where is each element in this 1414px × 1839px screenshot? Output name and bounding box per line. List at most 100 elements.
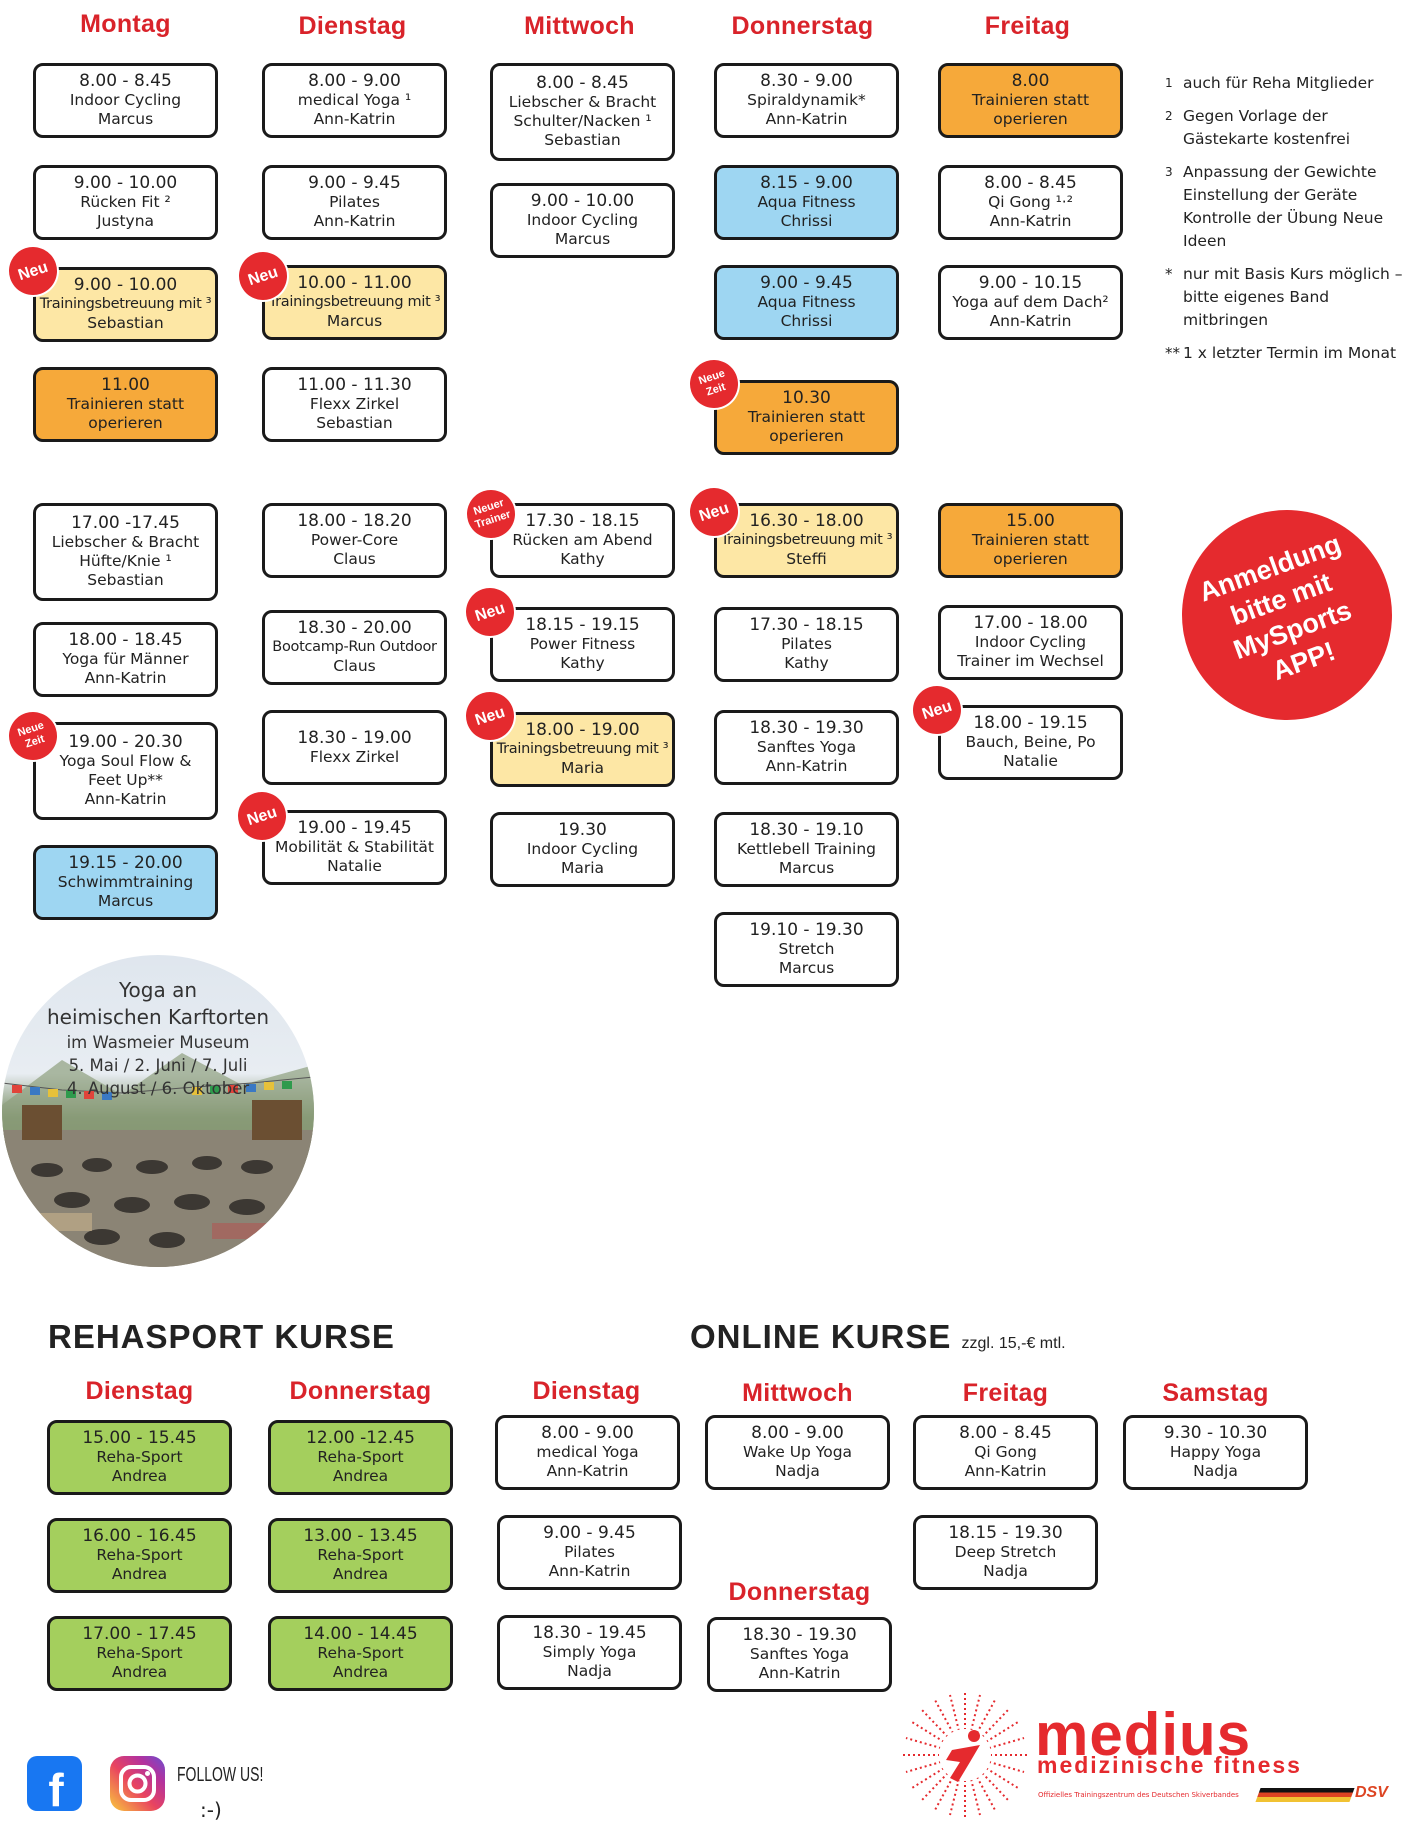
course-card: 19.00 - 20.30 Yoga Soul Flow & Feet Up**…	[33, 722, 218, 820]
course-card: 11.00 - 11.30 Flexx Zirkel Sebastian	[262, 367, 447, 442]
course-name-2: Feet Up**	[88, 771, 163, 789]
course-trainer: Sebastian	[87, 314, 164, 332]
course-name: Schwimmtraining	[57, 873, 194, 891]
course-trainer: Andrea	[111, 1663, 168, 1681]
footnote-text: auch für Reha Mitglieder	[1183, 74, 1374, 92]
brand-tagline: medizinische fitness	[1037, 1752, 1302, 1778]
course-card: 17.00 - 18.00 Indoor Cycling Trainer im …	[938, 605, 1123, 680]
course-time: 8.00 - 9.00	[308, 71, 401, 91]
course-card: 18.00 - 18.20 Power-Core Claus	[262, 503, 447, 578]
course-name: Indoor Cycling	[526, 840, 639, 858]
course-trainer: Ann-Katrin	[989, 312, 1072, 330]
course-trainer: Ann-Katrin	[765, 757, 848, 775]
instagram-icon[interactable]	[110, 1756, 165, 1811]
course-trainer: Maria	[560, 759, 605, 777]
course-time: 17.00 - 18.00	[973, 613, 1088, 633]
course-trainer: Justyna	[96, 212, 155, 230]
course-card: 8.00 - 8.45 Qi Gong ¹·² Ann-Katrin	[938, 165, 1123, 240]
course-card: 8.00 - 8.45 Indoor Cycling Marcus	[33, 63, 218, 138]
course-time: 16.30 - 18.00	[749, 511, 864, 531]
course-time: 11.00 - 11.30	[297, 375, 412, 395]
yoga-event-location: im Wasmeier Museum	[66, 1033, 250, 1052]
course-trainer: Chrissi	[780, 212, 833, 230]
course-time: 18.30 - 19.10	[749, 820, 864, 840]
course-time: 9.00 - 10.00	[73, 173, 178, 193]
course-trainer: Trainer im Wechsel	[957, 652, 1104, 670]
course-time: 9.00 - 10.00	[530, 191, 635, 211]
course-trainer: Sebastian	[544, 131, 621, 149]
course-trainer: Nadja	[983, 1562, 1028, 1580]
course-trainer: Natalie	[327, 857, 382, 875]
course-card: 17.30 - 18.15 Rücken am Abend Kathy	[490, 503, 675, 578]
facebook-glyph: f	[48, 1764, 64, 1816]
course-time: 8.00 - 8.45	[79, 71, 172, 91]
course-name: Qi Gong ¹·²	[988, 193, 1073, 211]
course-time: 19.30	[558, 820, 607, 840]
yoga-event-title: Yoga an	[118, 978, 198, 1002]
course-name-2: Hüfte/Knie ¹	[79, 552, 172, 570]
course-card: 19.00 - 19.45 Mobilität & Stabilität Nat…	[262, 810, 447, 885]
course-name: Yoga auf dem Dach²	[952, 293, 1109, 311]
course-name: Reha-Sport	[317, 1448, 404, 1466]
svg-text:f: f	[48, 1764, 64, 1811]
course-time: 19.00 - 19.45	[297, 818, 412, 838]
course-time: 9.00 - 10.00	[73, 275, 178, 295]
course-name: Aqua Fitness	[757, 293, 856, 311]
course-time: 13.00 - 13.45	[303, 1526, 418, 1546]
course-trainer: Steffi	[786, 550, 827, 568]
footnote-text: Gegen Vorlage der Gästekarte kostenfrei	[1183, 107, 1351, 148]
course-time: 17.30 - 18.15	[749, 615, 864, 635]
course-name: Aqua Fitness	[757, 193, 856, 211]
course-trainer: Nadja	[1193, 1462, 1238, 1480]
course-trainer: Ann-Katrin	[84, 790, 167, 808]
course-card: 18.00 - 19.15 Bauch, Beine, Po Natalie	[938, 705, 1123, 780]
day-header-donnerstag: Donnerstag	[731, 12, 874, 40]
course-trainer: Ann-Katrin	[964, 1462, 1047, 1480]
facebook-icon[interactable]: f	[27, 1756, 82, 1816]
course-card: 18.30 - 19.10 Kettlebell Training Marcus	[714, 812, 899, 887]
course-name: Bauch, Beine, Po	[965, 733, 1096, 751]
course-card: 17.00 -17.45 Liebscher & Bracht Hüfte/Kn…	[33, 503, 218, 601]
course-time: 8.00 - 8.45	[984, 173, 1077, 193]
yoga-participants	[31, 1156, 273, 1248]
course-name-2: operieren	[993, 550, 1068, 568]
footnote: **1 x letzter Termin im Monat	[1165, 342, 1410, 365]
course-trainer: Marcus	[778, 859, 835, 877]
registration-callout: Anmeldung bitte mit MySports APP!	[1152, 480, 1414, 750]
course-card: 13.00 - 13.45 Reha-Sport Andrea	[268, 1518, 453, 1593]
course-card: 9.30 - 10.30 Happy Yoga Nadja	[1123, 1415, 1308, 1490]
course-trainer: Ann-Katrin	[546, 1462, 629, 1480]
course-time: 9.00 - 9.45	[543, 1523, 636, 1543]
course-name: Bootcamp-Run Outdoor	[272, 639, 437, 655]
day-header-mittwoch: Mittwoch	[524, 12, 635, 40]
dsv-logo-text: DSV	[1355, 1784, 1388, 1801]
course-card: 8.15 - 9.00 Aqua Fitness Chrissi	[714, 165, 899, 240]
course-name: Trainingsbetreuung mit ³	[720, 532, 893, 548]
course-card: 17.30 - 18.15 Pilates Kathy	[714, 607, 899, 682]
course-trainer: Ann-Katrin	[313, 212, 396, 230]
course-name: Happy Yoga	[1169, 1443, 1262, 1461]
course-name: Sanftes Yoga	[749, 1645, 850, 1663]
course-card: 19.10 - 19.30 Stretch Marcus	[714, 912, 899, 987]
yoga-event-dates: 5. Mai / 2. Juni / 7. Juli	[68, 1056, 248, 1075]
course-card: 19.15 - 20.00 Schwimmtraining Marcus	[33, 845, 218, 920]
course-name: Yoga für Männer	[62, 650, 189, 668]
course-time: 8.30 - 9.00	[760, 71, 853, 91]
footnote-mark: *	[1165, 265, 1173, 283]
course-time: 18.00 - 19.00	[525, 720, 640, 740]
course-name: Simply Yoga	[542, 1643, 637, 1661]
course-name: Spiraldynamik*	[747, 91, 866, 109]
course-card: 8.00 - 9.00 Wake Up Yoga Nadja	[705, 1415, 890, 1490]
day-header-dienstag: Dienstag	[298, 12, 407, 40]
online-price-note: zzgl. 15,-€ mtl.	[961, 1335, 1066, 1352]
course-name: Yoga Soul Flow &	[59, 752, 192, 770]
course-time: 18.30 - 19.30	[742, 1625, 857, 1645]
course-time: 17.30 - 18.15	[525, 511, 640, 531]
course-time: 19.10 - 19.30	[749, 920, 864, 940]
course-name: Pilates	[564, 1543, 615, 1561]
yoga-event-photo: Yoga an heimischen Karftorten im Wasmeie…	[2, 955, 314, 1267]
course-card: 16.00 - 16.45 Reha-Sport Andrea	[47, 1518, 232, 1593]
course-trainer: Nadja	[775, 1462, 820, 1480]
course-time: 10.00 - 11.00	[297, 273, 412, 293]
course-time: 8.00 - 9.00	[751, 1423, 844, 1443]
